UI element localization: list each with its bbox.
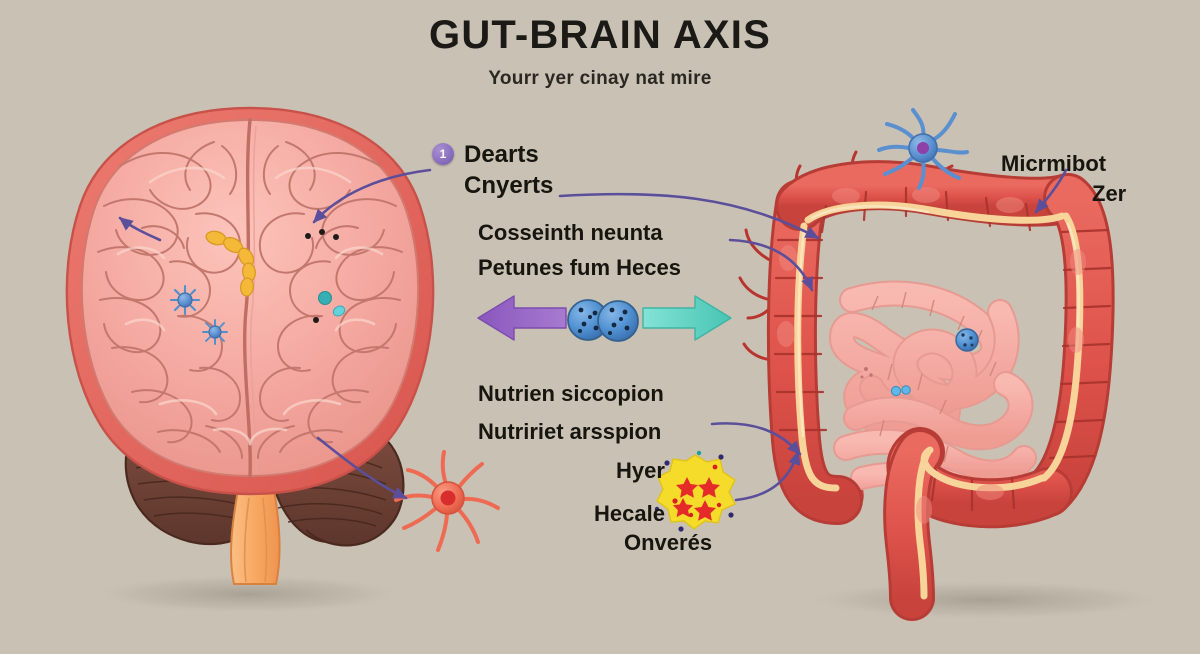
brainstem	[230, 489, 281, 585]
connector-cerebellum-to-neuron	[316, 436, 408, 500]
label-immune-line3: Onverés	[624, 530, 713, 555]
label-pathway-line2: Petunes fum Heces	[478, 255, 681, 280]
label-immune-line1: Hyer	[616, 458, 665, 483]
connector-lines	[118, 168, 1068, 502]
brain-microbe-chain	[205, 230, 257, 297]
intestine-illustration	[738, 150, 1115, 621]
connector-brain-left-arrow	[118, 216, 162, 242]
bidirectional-arrow-group	[477, 295, 732, 342]
label-brain-signals-line2: Cnyerts	[464, 172, 554, 199]
label-immune-line2: Hecale	[594, 501, 665, 526]
connector-microbiota-to-colon	[1034, 168, 1068, 214]
connector-signals-to-brain	[312, 168, 432, 224]
longitudinal-fissure	[243, 118, 252, 478]
label-microbiota-line2: Zer	[1092, 181, 1127, 206]
microbe-pair	[567, 299, 639, 342]
connector-pathway-to-gut	[728, 238, 814, 292]
label-brain-signals-line1: Dearts	[464, 141, 539, 168]
signals-to-gut-arrow	[642, 295, 732, 341]
brain-microbe-dots	[305, 229, 339, 323]
connector-nutrient-to-colon	[710, 422, 802, 456]
intestine-shadow	[800, 580, 1170, 620]
label-nutrient-line1: Nutrien siccopion	[478, 381, 664, 406]
orange-neuron	[394, 450, 500, 552]
label-microbiota-line1: Micrmibot	[1001, 151, 1107, 176]
connector-signals-to-gut	[558, 192, 820, 240]
brain-teal-dots	[318, 291, 346, 317]
brain-starburst-cells	[169, 284, 228, 345]
brain-shadow	[88, 574, 408, 614]
immune-cell-blob	[654, 450, 736, 532]
signals-to-brain-arrow	[477, 295, 567, 341]
gut-microbe-dots	[860, 328, 979, 397]
step-badge-1[interactable]: 1	[432, 143, 454, 165]
small-intestine	[829, 280, 1037, 504]
blue-neuron	[877, 108, 969, 190]
connector-immune-to-colon	[734, 450, 801, 502]
brain-illustration	[65, 106, 435, 585]
label-pathway-line1: Cosseinth neunta	[478, 220, 663, 245]
brain-highlights	[116, 166, 384, 446]
label-nutrient-line2: Nutririet arsspion	[478, 419, 662, 444]
